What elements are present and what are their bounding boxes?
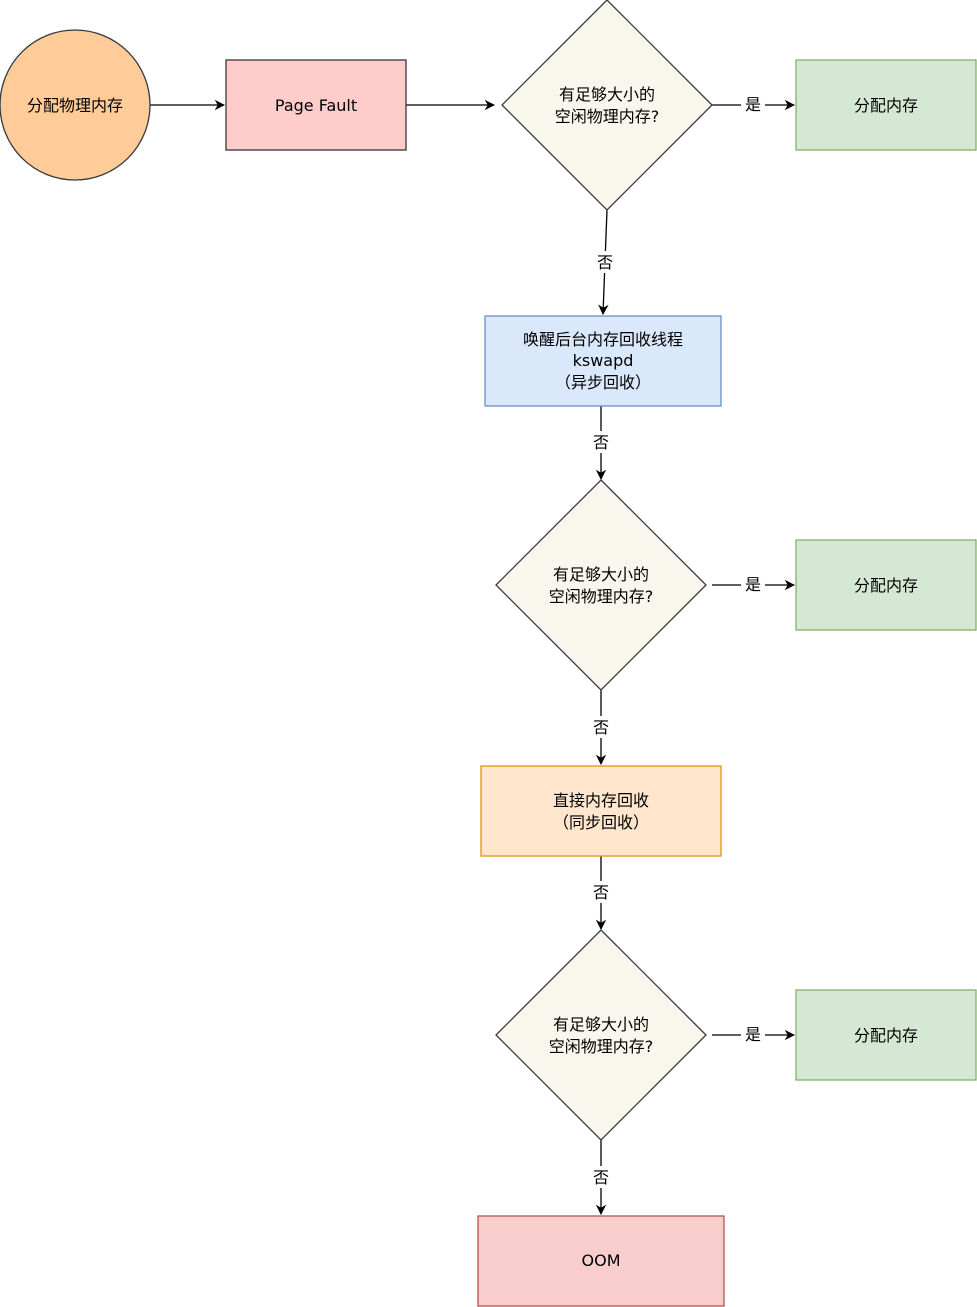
alloc-1-label: 分配内存 [854,96,918,115]
oom-node: OOM [477,1215,725,1307]
page-fault-box [225,59,407,151]
kswapd-node: 唤醒后台内存回收线程 kswapd （异步回收） [484,315,722,407]
start-node: 分配物理内存 [0,29,151,181]
alloc-1-node: 分配内存 [795,59,977,151]
direct-reclaim-line-1: 直接内存回收 [553,791,649,810]
kswapd-line-3: （异步回收） [555,373,651,392]
decision-3-line-2: 空闲物理内存? [549,1037,654,1056]
start-circle [0,29,151,181]
direct-reclaim-line-2: （同步回收） [553,813,649,832]
alloc-2-label: 分配内存 [854,576,918,595]
edge-label-d2-yes: 是 [745,575,761,594]
edge-label-d3-yes: 是 [745,1025,761,1044]
alloc-3-box [795,989,977,1081]
edge-labels: 是 否 否 是 否 否 是 否 [589,94,765,1188]
kswapd-line-2: kswapd [573,351,634,370]
start-label: 分配物理内存 [27,96,123,115]
edge-label-kswapd-no: 否 [593,433,609,452]
page-fault-label: Page Fault [275,96,357,115]
decision-1-line-1: 有足够大小的 [559,85,655,104]
decision-2-line-1: 有足够大小的 [553,565,649,584]
alloc-1-box [795,59,977,151]
decision-2-line-2: 空闲物理内存? [549,587,654,606]
oom-label: OOM [582,1251,621,1270]
edge-label-direct-no: 否 [593,883,609,902]
alloc-2-box [795,539,977,631]
kswapd-box [484,315,722,407]
decision-2-diamond [495,479,707,691]
decision-3-diamond [495,929,707,1141]
alloc-3-label: 分配内存 [854,1026,918,1045]
decision-3-line-1: 有足够大小的 [553,1015,649,1034]
edge-label-d1-yes: 是 [745,95,761,114]
direct-reclaim-box [480,765,722,857]
oom-box [477,1215,725,1307]
decision-3-node: 有足够大小的 空闲物理内存? [495,929,707,1141]
edge-label-d2-no: 否 [593,718,609,737]
page-fault-node: Page Fault [225,59,407,151]
decision-1-node: 有足够大小的 空闲物理内存? [501,0,713,211]
decision-1-line-2: 空闲物理内存? [555,107,660,126]
alloc-2-node: 分配内存 [795,539,977,631]
decision-1-diamond [501,0,713,211]
kswapd-line-1: 唤醒后台内存回收线程 [523,330,683,349]
decision-2-node: 有足够大小的 空闲物理内存? [495,479,707,691]
direct-reclaim-node: 直接内存回收 （同步回收） [480,765,722,857]
edge-label-d1-no: 否 [597,253,613,272]
edge-label-d3-no: 否 [593,1168,609,1187]
alloc-3-node: 分配内存 [795,989,977,1081]
edges [150,99,796,1216]
